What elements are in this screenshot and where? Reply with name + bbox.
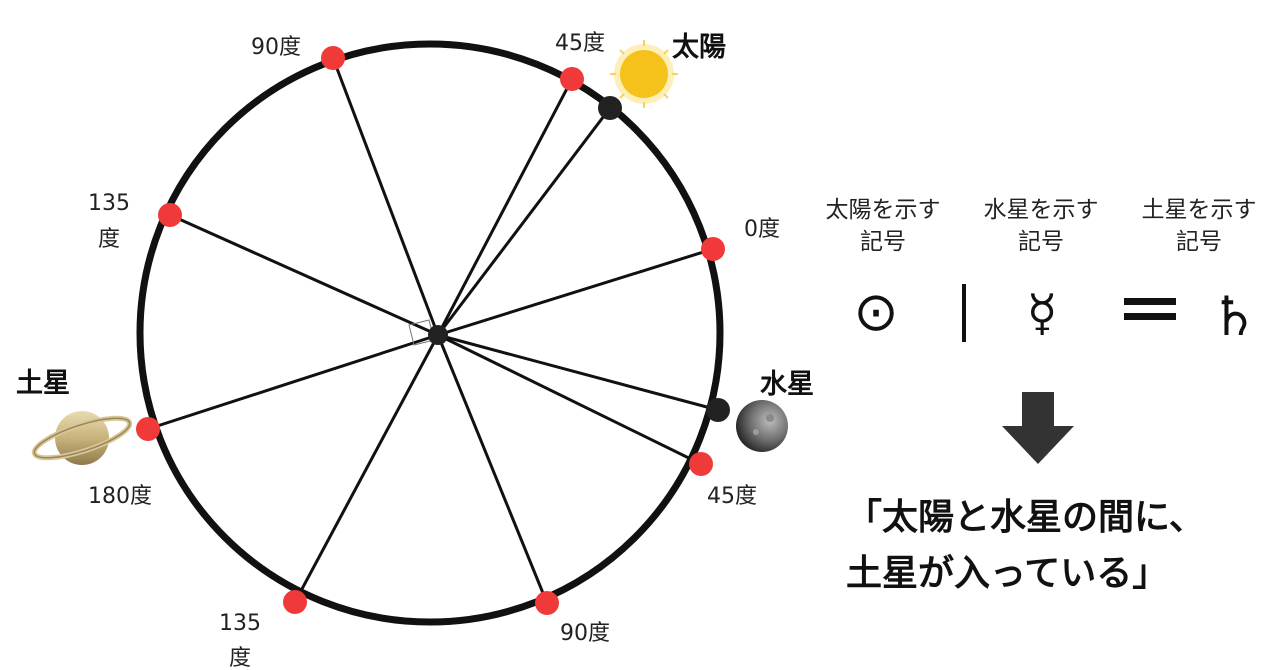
mercury-symbol: ☿ (1026, 284, 1058, 342)
equals-symbol-top (1124, 298, 1176, 305)
line-sun (436, 107, 612, 336)
mercury-position-dot (706, 398, 730, 422)
deg-45-bottom-label: 45度 (707, 484, 757, 509)
mercury-symbol-caption: 水星を示す 記号 (983, 197, 1099, 255)
marker-90-top (321, 46, 345, 70)
deg-135-top-label-number: 135 (88, 191, 130, 216)
line-45-bottom (437, 333, 702, 466)
sun-symbol-caption: 太陽を示す 記号 (825, 197, 941, 255)
line-mercury (437, 333, 719, 412)
saturn-icon (31, 411, 133, 465)
marker-135-bottom (283, 590, 307, 614)
marker-0 (701, 237, 725, 261)
line-90-bottom (436, 334, 549, 604)
saturn-label: 土星 (16, 368, 70, 399)
marker-135-top (158, 203, 182, 227)
deg-180-label: 180度 (88, 484, 152, 509)
marker-90-bottom (535, 591, 559, 615)
sun-label: 太陽 (672, 32, 726, 63)
line-90-top (331, 57, 440, 336)
down-arrow-icon (1002, 392, 1074, 464)
center-dot (428, 325, 448, 345)
equals-symbol-bottom (1124, 313, 1176, 320)
line-45-top (436, 78, 574, 336)
zodiac-circle (136, 40, 724, 626)
mercury-label: 水星 (760, 369, 814, 400)
line-135-bottom (293, 334, 440, 603)
marker-45-top (560, 67, 584, 91)
marker-180 (136, 417, 160, 441)
radial-lines (147, 57, 719, 604)
sun-symbol: ⊙ (853, 280, 899, 343)
line-0 (437, 247, 714, 337)
conclusion-text: 「太陽と水星の間に、 土星が入っている」 (846, 490, 1266, 602)
deg-45-top-label: 45度 (555, 31, 605, 56)
sun-position-dot (598, 96, 622, 120)
degree-markers (136, 46, 725, 615)
saturn-symbol: ♄ (1209, 285, 1259, 348)
mercury-icon (736, 400, 788, 452)
divider-symbol (962, 284, 966, 342)
conclusion-line-1: 「太陽と水星の間に、 (846, 497, 1205, 538)
line-135-top (169, 213, 439, 337)
deg-135-top-label-unit: 度 (98, 227, 120, 252)
deg-0-label: 0度 (744, 217, 780, 242)
deg-90-bottom-label: 90度 (560, 621, 610, 646)
marker-45-bottom (689, 452, 713, 476)
line-180 (147, 333, 439, 431)
deg-135-bottom-label-unit: 度 (229, 646, 251, 670)
deg-90-top-label: 90度 (251, 35, 301, 60)
sun-icon (610, 40, 678, 108)
saturn-symbol-caption: 土星を示す 記号 (1141, 197, 1257, 255)
conclusion-line-2: 土星が入っている」 (846, 553, 1169, 594)
deg-135-bottom-label-number: 135 (219, 611, 261, 636)
